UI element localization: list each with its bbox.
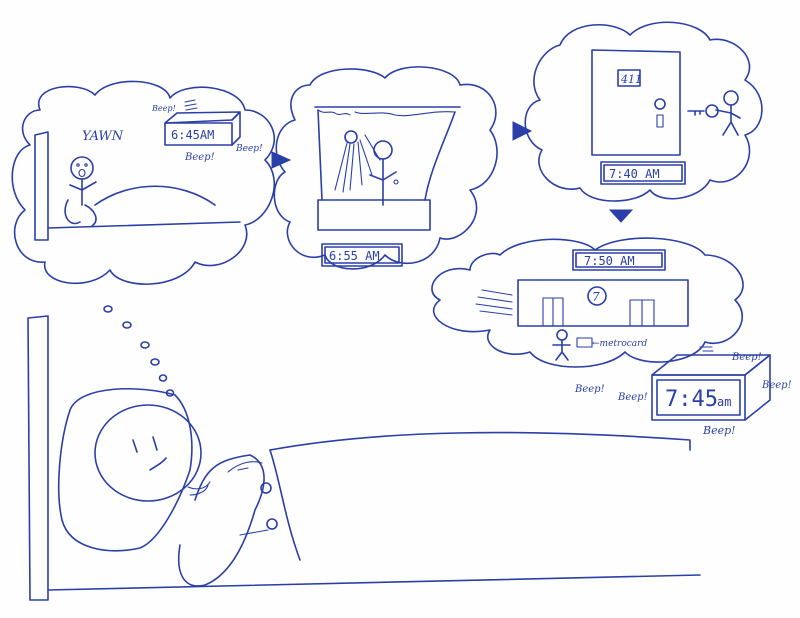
stick-figure-showering: [369, 140, 399, 206]
bubble-outline: [431, 237, 744, 368]
bubble-outline: [273, 66, 498, 270]
clock-4: 7:50 AM: [572, 249, 666, 271]
beep-text: Beep!: [574, 384, 605, 395]
subway-train: 7: [475, 279, 689, 327]
arrow-down: [608, 209, 634, 223]
bed-scene: [27, 315, 701, 601]
clock-3: 7:40 AM: [600, 161, 686, 185]
beep-text: Beep!: [151, 104, 176, 113]
clock-2: 6:55 AM: [321, 243, 403, 267]
thought-bubble-1: YAWN 6:45AM Beep! Beep! Beep!: [11, 80, 276, 285]
real-clock-suffix: am: [717, 395, 731, 409]
stick-figure-metrocard: [552, 329, 593, 361]
alarm-clock-1: 6:45AM: [164, 99, 241, 146]
arrow-right-2: [512, 121, 533, 141]
thought-bubble-2: 6:55 AM: [273, 66, 498, 270]
beep-text: Beep!: [235, 144, 263, 154]
bubble-outline: [524, 21, 763, 202]
thought-bubble-3: 411 7:40 AM: [524, 21, 763, 202]
sleeping-head: [94, 404, 211, 502]
train-number: 7: [592, 290, 600, 304]
yawn-text: YAWN: [82, 129, 124, 144]
beep-text: Beep!: [617, 392, 648, 403]
clock-4-time: 7:50 AM: [584, 254, 635, 268]
clock-1-time: 6:45AM: [171, 128, 214, 142]
clock-3-time: 7:40 AM: [609, 167, 660, 181]
thought-bubble-4: 7:50 AM 7 ←metrocard: [431, 237, 744, 368]
beep-text: Beep!: [761, 380, 792, 391]
bubble-outline: [11, 80, 276, 285]
real-clock-time: 7:45: [665, 387, 718, 412]
door-number: 411: [620, 73, 642, 86]
stick-figure-leaving: [715, 90, 741, 136]
clock-2-time: 6:55 AM: [329, 249, 380, 263]
thought-dots: [103, 305, 175, 397]
beep-text: Beep!: [702, 424, 736, 437]
beep-text: Beep!: [184, 152, 215, 163]
metrocard-label: ←metrocard: [592, 339, 647, 349]
stick-figure-yawning: [64, 156, 97, 227]
beep-text: Beep!: [731, 352, 762, 363]
real-alarm-clock: 7:45 am: [651, 346, 771, 421]
